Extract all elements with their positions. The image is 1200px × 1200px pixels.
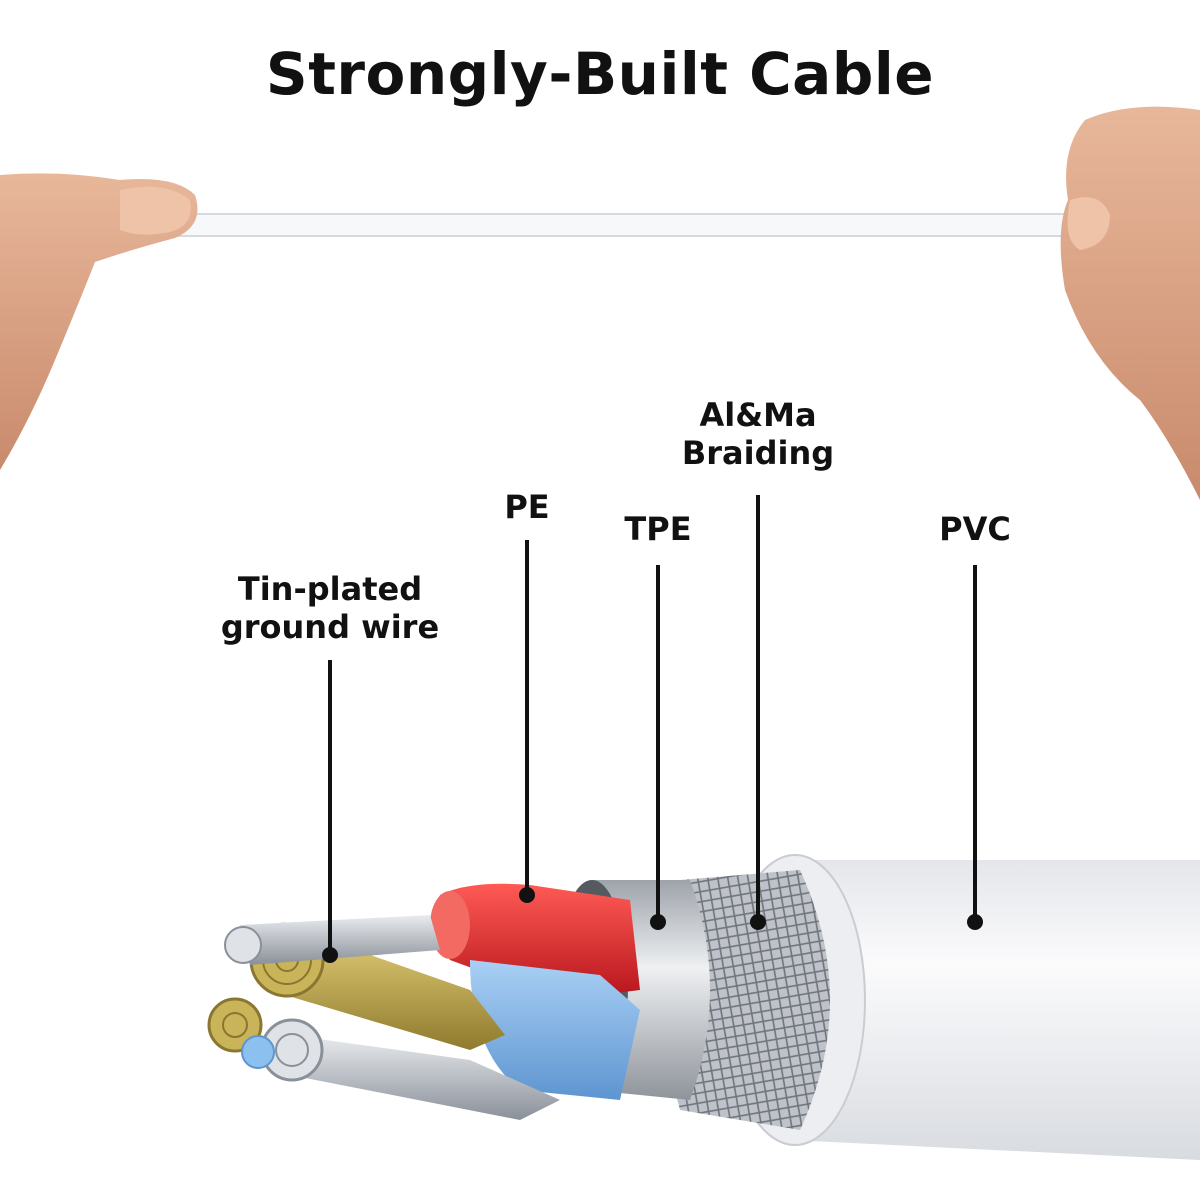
dot-tpe [650,914,666,930]
label-ground-wire: Tin-plated ground wire [200,570,460,646]
label-ground-wire-line1: Tin-plated [237,570,423,608]
label-braiding-line2: Braiding [681,434,835,472]
cable-cross-section [207,854,1200,1160]
left-hand-image [0,173,198,471]
label-braiding: Al&Ma Braiding [668,396,848,472]
label-pvc: PVC [939,510,1011,548]
callout-lines [322,495,983,963]
right-hand-image [1060,106,1200,501]
label-braiding-line1: Al&Ma [699,396,817,434]
stretched-cable [149,213,1101,237]
label-pe: PE [504,488,550,526]
label-tpe: TPE [624,510,692,548]
label-ground-wire-line2: ground wire [220,608,440,646]
dot-pe [519,887,535,903]
dot-pvc [967,914,983,930]
dot-braiding [750,914,766,930]
dot-ground-wire [322,947,338,963]
page-title: Strongly-Built Cable [265,40,935,108]
